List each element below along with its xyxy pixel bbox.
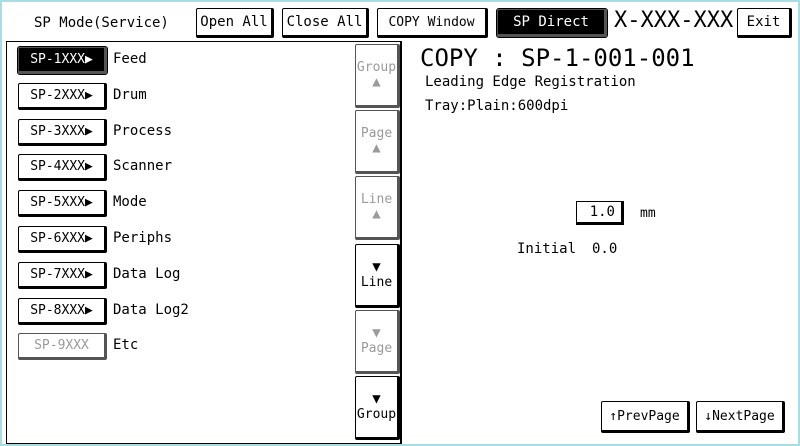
triangle-up-icon: ▲ [372, 74, 381, 90]
scroll-label: Line [360, 192, 393, 207]
unit-label: mm [640, 206, 656, 221]
scroll-up-page-button[interactable]: Page▲ [355, 110, 400, 174]
group-label-2: Drum [113, 86, 147, 103]
scroll-up-line-button[interactable]: Line▲ [355, 176, 400, 240]
group-label-3: Process [113, 122, 173, 139]
next-page-button[interactable]: ↓NextPage [696, 401, 785, 433]
scroll-up-group-button[interactable]: Group▲ [355, 44, 400, 108]
group-label-5: Mode [113, 194, 147, 211]
scroll-label: Group [356, 407, 397, 422]
scroll-down-group-button[interactable]: ▼Group [355, 376, 400, 440]
value-input[interactable]: 1.0 [576, 201, 624, 225]
group-button-3[interactable]: SP-3XXX▶ [18, 118, 107, 146]
sp-detail-title: COPY : SP-1-001-001 [420, 44, 695, 72]
scroll-label: Page [360, 126, 393, 141]
group-label-8: Data Log2 [113, 301, 189, 318]
scroll-label: Line [360, 275, 393, 290]
group-label-7: Data Log [113, 265, 181, 282]
group-button-1[interactable]: SP-1XXX▶ [17, 46, 108, 75]
group-button-2[interactable]: SP-2XXX▶ [18, 82, 107, 110]
sp-item-name: Leading Edge Registration [425, 74, 636, 90]
group-list-panel [6, 41, 402, 444]
sp-direct-button[interactable]: SP Direct [496, 8, 608, 38]
triangle-up-icon: ▲ [372, 140, 381, 156]
scroll-label: Page [360, 341, 393, 356]
initial-label: Initial [517, 241, 577, 257]
group-label-4: Scanner [113, 158, 173, 175]
triangle-down-icon: ▼ [372, 391, 381, 407]
exit-button[interactable]: Exit [737, 8, 792, 38]
sp-item-conditions: Tray:Plain:600dpi [425, 98, 569, 114]
triangle-down-icon: ▼ [372, 259, 381, 275]
group-button-9[interactable]: SP-9XXX [18, 333, 107, 361]
group-label-9: Etc [113, 337, 139, 354]
scroll-label: Group [356, 60, 397, 75]
open-all-button[interactable]: Open All [196, 8, 274, 38]
sp-code-display: X-XXX-XXX [614, 8, 734, 33]
group-button-4[interactable]: SP-4XXX▶ [18, 154, 107, 182]
group-label-1: Feed [113, 51, 147, 67]
group-button-5[interactable]: SP-5XXX▶ [18, 190, 107, 218]
scroll-down-line-button[interactable]: ▼Line [355, 244, 400, 308]
group-button-7[interactable]: SP-7XXX▶ [18, 261, 107, 289]
close-all-button[interactable]: Close All [282, 8, 369, 38]
screen-title: SP Mode(Service) [34, 15, 169, 31]
triangle-up-icon: ▲ [372, 206, 381, 222]
group-button-6[interactable]: SP-6XXX▶ [18, 226, 107, 253]
scroll-down-page-button[interactable]: ▼Page [355, 310, 400, 374]
group-label-6: Periphs [113, 230, 173, 246]
group-button-8[interactable]: SP-8XXX▶ [18, 297, 107, 325]
initial-value: 0.0 [592, 241, 618, 257]
prev-page-button[interactable]: ↑PrevPage [601, 401, 690, 433]
triangle-down-icon: ▼ [372, 325, 381, 341]
copy-window-button[interactable]: COPY Window [377, 8, 488, 38]
